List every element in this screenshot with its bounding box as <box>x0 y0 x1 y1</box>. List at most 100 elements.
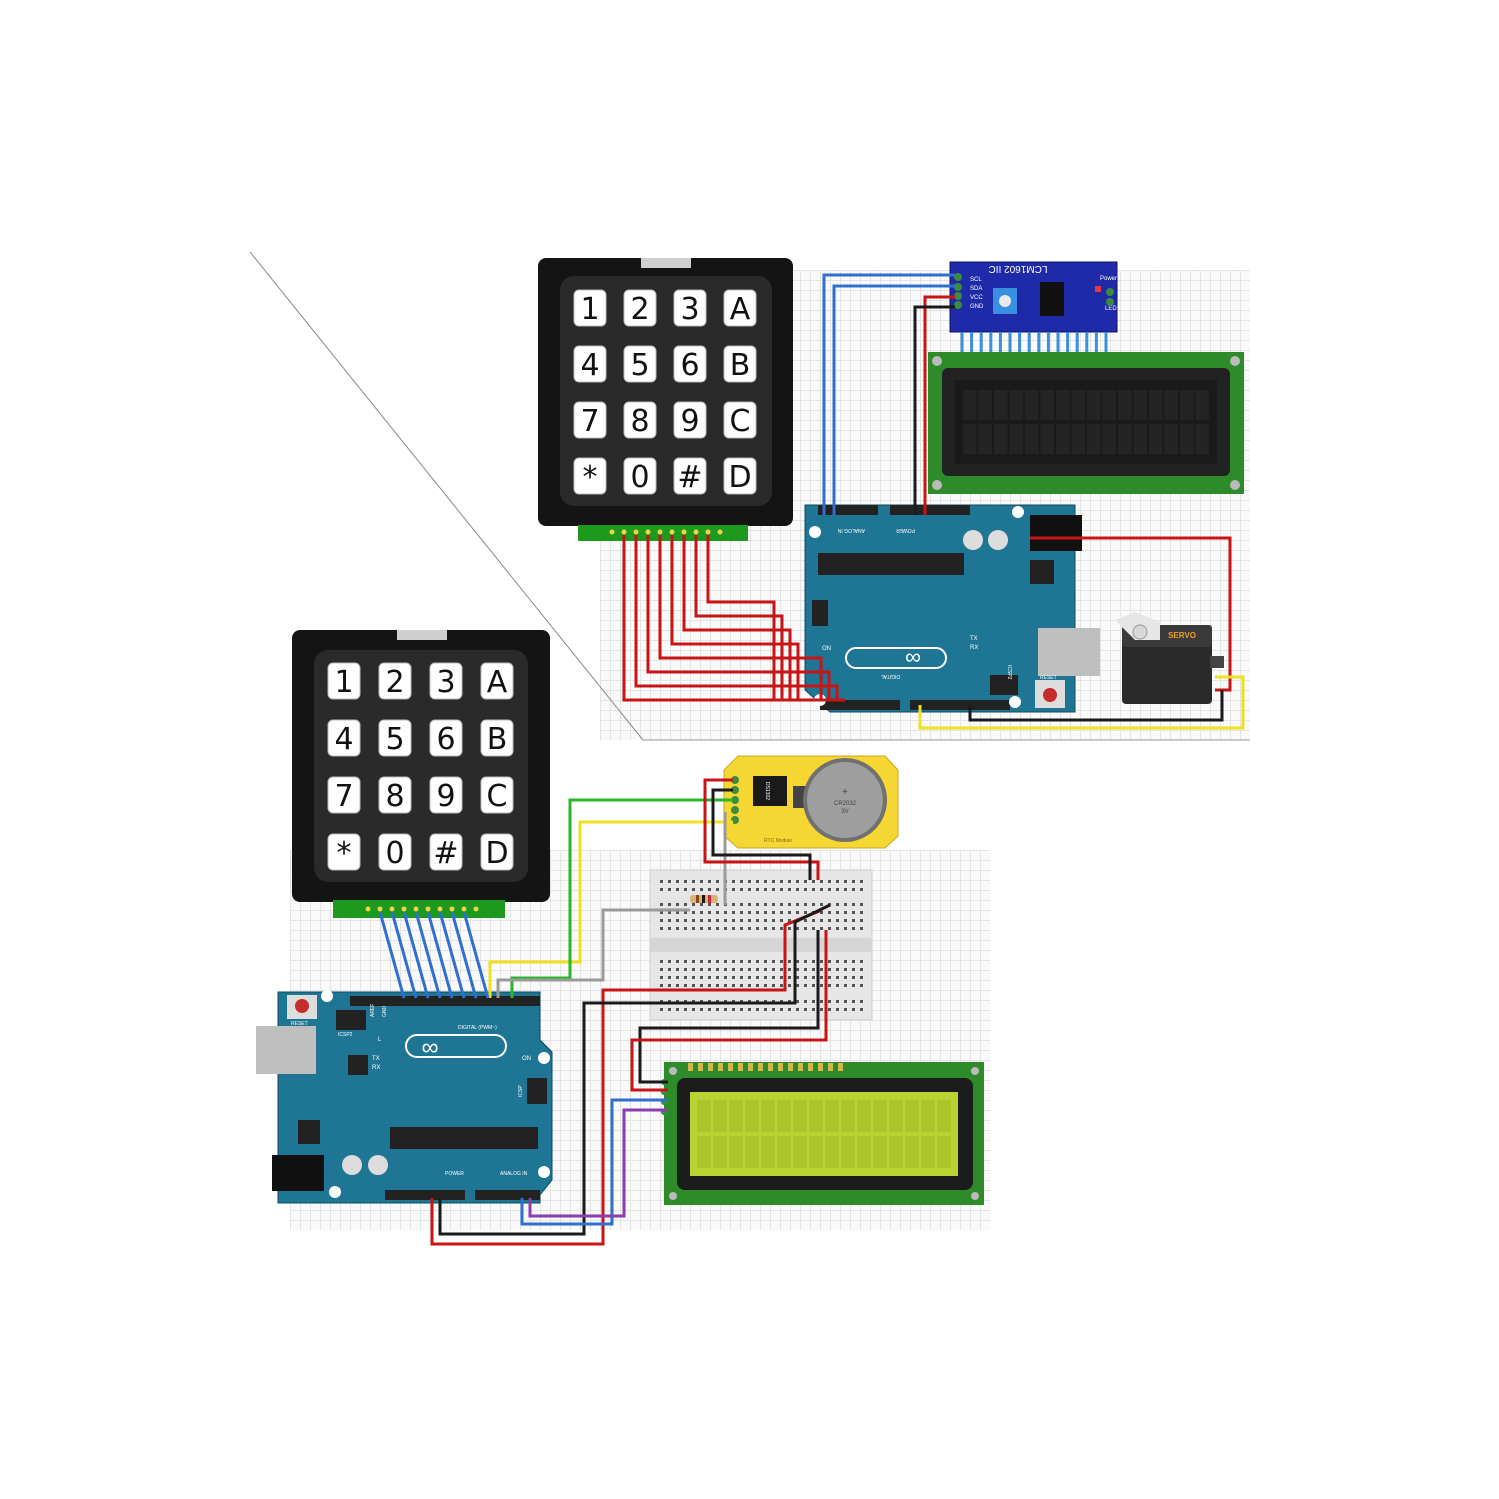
bottom-arduino-board: ∞ RESET ICSP2 ICSP DIGITAL (PWM~) POWER … <box>256 990 553 1204</box>
bottom-lcd-cell <box>857 1136 871 1168</box>
bottom-keypad-key-label: 8 <box>385 779 404 814</box>
breadboard-hole <box>764 1008 767 1011</box>
top-lcd-cell <box>994 390 1008 420</box>
top-keypad-pin <box>645 529 651 535</box>
breadboard-hole <box>844 911 847 914</box>
breadboard-hole <box>700 984 703 987</box>
bottom-lcd-cell <box>889 1100 903 1132</box>
breadboard-hole <box>716 976 719 979</box>
bottom-lcd-cell <box>809 1100 823 1132</box>
top-keypad-wire <box>622 535 845 702</box>
breadboard-hole <box>684 903 687 906</box>
breadboard-hole <box>764 903 767 906</box>
bottom-arduino-icsp2-label: ICSP2 <box>338 1032 353 1038</box>
bottom-keypad-key: A <box>480 662 514 700</box>
bottom-lcd-cell <box>921 1100 935 1132</box>
top-keypad-key-label: D <box>728 460 751 495</box>
bottom-keypad-wire <box>402 911 430 999</box>
i2c-header-pin <box>1094 332 1098 356</box>
breadboard-hole <box>724 911 727 914</box>
breadboard-hole <box>772 911 775 914</box>
breadboard-hole <box>836 968 839 971</box>
breadboard-hole <box>844 903 847 906</box>
breadboard-hole <box>740 1008 743 1011</box>
top-arduino-digital-label: DIGITAL <box>881 673 900 679</box>
breadboard-hole <box>804 984 807 987</box>
top-i2c-module: LCM1602 IIC Power LED SCL SDA VCC GND <box>949 261 1118 356</box>
breadboard-hole <box>804 1000 807 1003</box>
breadboard-hole <box>780 880 783 883</box>
top-keypad-key-label: 2 <box>630 292 649 327</box>
rtc-battery-plus: + <box>842 787 848 798</box>
breadboard-hole <box>860 927 863 930</box>
top-keypad-key-label: 3 <box>680 292 699 327</box>
top-arduino-reset-label: RESET <box>1040 675 1057 681</box>
breadboard-hole <box>676 927 679 930</box>
i2c-power-label: Power <box>1100 276 1117 282</box>
bottom-keypad-key: 9 <box>429 776 463 814</box>
top-keypad-pin <box>669 529 675 535</box>
breadboard-hole <box>740 960 743 963</box>
top-keypad-key: 6 <box>673 345 707 383</box>
breadboard-hole <box>804 888 807 891</box>
bottom-keypad-key-label: B <box>487 722 508 757</box>
rtc-battery-voltage: 3V <box>841 809 848 815</box>
top-arduino-analog-label: ANALOG IN <box>837 527 865 533</box>
breadboard-hole <box>684 960 687 963</box>
breadboard-hole <box>820 919 823 922</box>
divider-diagonal <box>249 251 644 741</box>
rtc-battery-label: CR2032 <box>834 801 857 807</box>
top-keypad-key: B <box>723 345 757 383</box>
breadboard-hole <box>812 880 815 883</box>
i2c-header-pin <box>960 332 964 356</box>
bottom-keypad-key-label: D <box>485 836 508 871</box>
bottom-keypad-key-label: C <box>487 779 508 814</box>
top-lcd-cell <box>1149 424 1163 454</box>
bottom-keypad-key: 5 <box>378 719 412 757</box>
breadboard-hole <box>732 888 735 891</box>
top-lcd-cell <box>1071 390 1085 420</box>
breadboard-hole <box>732 911 735 914</box>
top-lcd-cell <box>1164 424 1178 454</box>
breadboard-hole <box>820 888 823 891</box>
breadboard-hole <box>828 968 831 971</box>
breadboard-hole <box>708 927 711 930</box>
top-arduino-board: ∞ ANALOG IN POWER DIGITAL ICSP2 RESET TX… <box>804 504 1100 713</box>
breadboard-hole <box>676 1008 679 1011</box>
top-keypad-key-label: C <box>730 404 751 439</box>
bottom-keypad-wire <box>450 911 478 999</box>
breadboard-hole <box>708 903 711 906</box>
breadboard-hole <box>812 1000 815 1003</box>
breadboard-hole <box>668 976 671 979</box>
breadboard-hole <box>708 880 711 883</box>
bottom-keypad-pin <box>401 906 407 912</box>
bottom-keypad-key: 3 <box>429 662 463 700</box>
breadboard-hole <box>804 976 807 979</box>
breadboard-hole <box>740 903 743 906</box>
breadboard-hole <box>844 984 847 987</box>
breadboard-hole <box>788 919 791 922</box>
breadboard-hole <box>780 919 783 922</box>
top-keypad-key: 3 <box>673 289 707 327</box>
bottom-lcd-pin <box>788 1063 793 1071</box>
breadboard-hole <box>844 1008 847 1011</box>
top-lcd-cell <box>1071 424 1085 454</box>
breadboard-hole <box>772 903 775 906</box>
breadboard-hole <box>692 984 695 987</box>
breadboard-hole <box>708 968 711 971</box>
breadboard-hole <box>684 880 687 883</box>
breadboard-hole <box>780 984 783 987</box>
breadboard-hole <box>716 927 719 930</box>
breadboard-hole <box>772 976 775 979</box>
rtc-board-label: RTC Module <box>764 838 792 844</box>
breadboard-hole <box>732 919 735 922</box>
breadboard-hole <box>660 903 663 906</box>
breadboard-hole <box>788 976 791 979</box>
breadboard-hole <box>740 968 743 971</box>
top-keypad-key-label: B <box>730 348 751 383</box>
breadboard-hole <box>740 984 743 987</box>
bottom-lcd-cell <box>761 1100 775 1132</box>
bottom-keypad-key: C <box>480 776 514 814</box>
breadboard-hole <box>708 888 711 891</box>
bottom-keypad-key-label: A <box>487 665 508 700</box>
